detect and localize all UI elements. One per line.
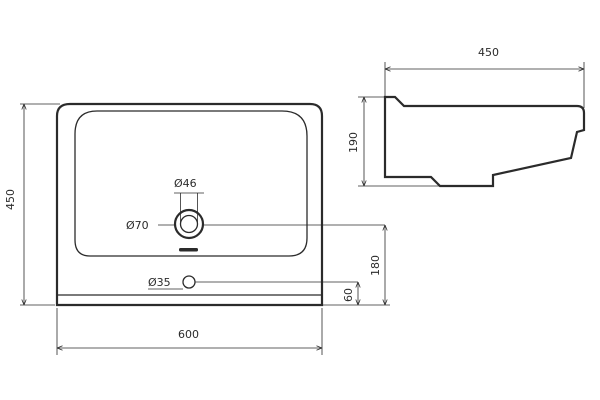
- depth-450-left-dimension: 450: [4, 103, 60, 306]
- sink-outer-outline: [55, 102, 324, 307]
- height-180-label: 180: [369, 255, 382, 276]
- drain-outer-label: Ø70: [126, 219, 149, 232]
- sink-side-profile: [383, 95, 586, 188]
- sink-top-view: [55, 102, 324, 307]
- depth-450-top-dimension: 450: [384, 46, 585, 108]
- width-600-dimension: 600: [56, 308, 323, 355]
- width-600-label: 600: [178, 328, 199, 341]
- depth-450-left-label: 450: [4, 189, 17, 210]
- sink-bowl-outline: [74, 110, 308, 257]
- drain-outer-circle: [173, 208, 205, 240]
- height-190-label: 190: [347, 132, 360, 153]
- depth-450-top-label: 450: [478, 46, 499, 59]
- tap-hole-label: Ø35: [148, 276, 171, 289]
- height-60-label: 60: [342, 288, 355, 302]
- tap-hole-dimension: Ø35: [148, 276, 358, 290]
- sink-side-view: [383, 95, 586, 188]
- height-190-dimension: 190: [347, 96, 440, 187]
- overflow-slot: [179, 248, 198, 252]
- height-180-dimension: 180: [322, 225, 390, 306]
- drain-outer-dimension: Ø70: [126, 219, 385, 232]
- drain-inner-circle: [179, 214, 199, 234]
- drain-inner-label: Ø46: [174, 177, 197, 190]
- height-60-dimension: 60: [342, 282, 358, 305]
- drain-inner-dimension: Ø46: [174, 177, 204, 224]
- tap-hole-circle: [182, 275, 196, 289]
